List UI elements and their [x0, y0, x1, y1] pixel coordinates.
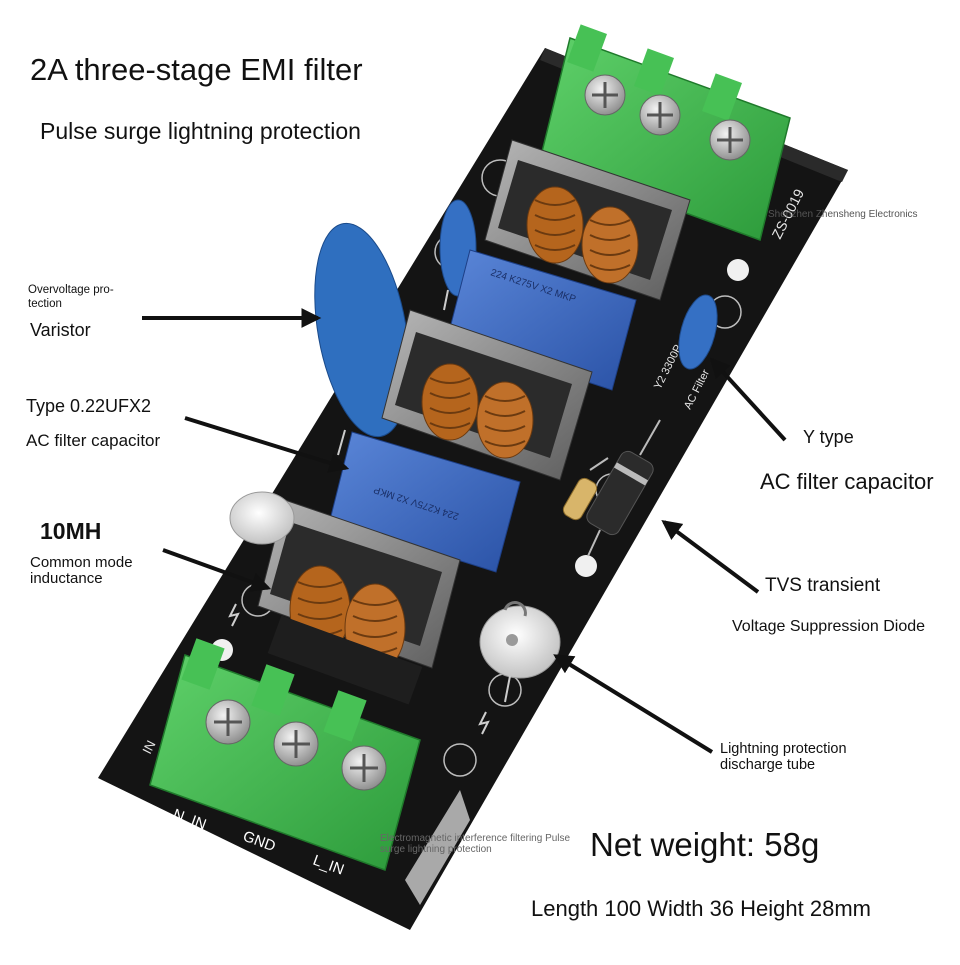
callout-arrows [142, 308, 787, 754]
inductor-middle [381, 309, 593, 481]
label-overvoltage: Overvoltage pro- tection [28, 284, 114, 310]
net-weight: Net weight: 58g [590, 826, 820, 863]
tvs-diode [586, 419, 661, 557]
label-type-cap: Type 0.22UFX2 [26, 396, 152, 416]
label-y-type: Y type [803, 427, 854, 447]
watermark-top: Shenzhen Zhensheng Electronics [768, 209, 918, 220]
x-capacitor-middle: 224 K275V X2 MKP [329, 431, 521, 573]
label-ac-filter-left: AC filter capacitor [26, 431, 161, 450]
label-common-mode: Common mode inductance [30, 554, 133, 587]
arrow-discharge-tube [553, 654, 714, 754]
arrow-y-capacitor [709, 357, 787, 442]
discharge-tube-right [479, 601, 561, 703]
varistor [314, 222, 410, 456]
terminal-block-bottom: N_IN GND L_IN [149, 638, 421, 879]
resistor [562, 457, 609, 521]
y-capacitor-right [678, 294, 718, 370]
inductor-bottom [257, 499, 461, 705]
arrow-inductor [162, 548, 272, 592]
discharge-tube-left [229, 491, 295, 545]
label-voltage-suppression: Voltage Suppression Diode [732, 618, 926, 635]
board-in-mark: IN [139, 738, 158, 756]
arrow-tvs [661, 520, 760, 594]
label-varistor: Varistor [30, 320, 91, 340]
label-tvs: TVS transient [765, 575, 881, 596]
arrow-x-capacitor [184, 416, 350, 473]
inductor-top [484, 139, 691, 301]
dimensions: Length 100 Width 36 Height 28mm [531, 896, 871, 921]
label-inductance-value: 10MH [40, 518, 102, 544]
board-reflection [405, 790, 470, 905]
label-lightning-tube: Lightning protection discharge tube [720, 741, 847, 773]
terminal-block-top [539, 24, 791, 241]
subtitle: Pulse surge lightning protection [40, 118, 361, 144]
watermark-bottom: Electromagnetic interference filtering P… [380, 833, 571, 855]
x-capacitor-top: 224 K275V X2 MKP [447, 249, 637, 391]
label-ac-filter-right: AC filter capacitor [760, 469, 934, 494]
title: 2A three-stage EMI filter [30, 52, 363, 87]
